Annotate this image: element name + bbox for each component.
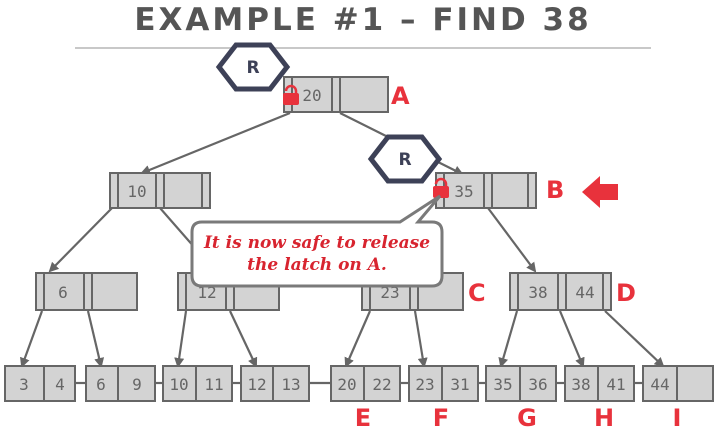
edge-6-to-leaf2 bbox=[86, 310, 105, 368]
label-c: C bbox=[468, 279, 486, 307]
leaf-key: 9 bbox=[132, 375, 142, 394]
leaf-node: 3 4 bbox=[4, 365, 76, 402]
node-root: 20 bbox=[283, 76, 389, 113]
node-root-key-1: 20 bbox=[302, 86, 321, 105]
node-mid-38-key-2: 44 bbox=[575, 283, 594, 302]
leaf-node: 10 11 bbox=[162, 365, 233, 402]
read-latch-b: R bbox=[367, 134, 443, 184]
edge-12-to-leaf4 bbox=[229, 310, 258, 368]
edge-6-to-leaf1 bbox=[20, 310, 44, 368]
page-title: EXAMPLE #1 – FIND 38 bbox=[134, 2, 592, 38]
edge-38-to-leaf8 bbox=[558, 310, 585, 368]
leaf-key: 23 bbox=[415, 375, 434, 394]
leaf-node: 23 31 bbox=[408, 365, 479, 402]
node-mid-6: 6 bbox=[35, 272, 138, 311]
leaf-key: 31 bbox=[450, 375, 469, 394]
node-mid-38: 38 44 bbox=[509, 272, 612, 311]
node-inner-right-key-1: 35 bbox=[454, 182, 473, 201]
node-mid-6-key-1: 6 bbox=[58, 283, 68, 302]
label-i: I bbox=[673, 404, 682, 432]
title-divider bbox=[75, 47, 651, 49]
padlock-icon bbox=[433, 177, 449, 198]
edge-38-to-leaf7 bbox=[498, 310, 519, 368]
callout-line-2: the latch on A. bbox=[247, 255, 387, 275]
leaf-key: 38 bbox=[571, 375, 590, 394]
edge-12-to-leaf3 bbox=[174, 310, 188, 368]
node-inner-left: 10 bbox=[109, 172, 211, 209]
leaf-node: 38 41 bbox=[564, 365, 635, 402]
leaf-key: 3 bbox=[19, 375, 29, 394]
label-g: G bbox=[517, 404, 537, 432]
leaf-key: 13 bbox=[281, 375, 300, 394]
leaf-key: 41 bbox=[606, 375, 625, 394]
callout-line-1: It is now safe to release bbox=[203, 233, 431, 253]
node-mid-23-key-1: 23 bbox=[380, 283, 399, 302]
leaf-node: 35 36 bbox=[485, 365, 557, 402]
read-latch-root: R bbox=[215, 42, 291, 92]
leaf-key: 44 bbox=[650, 375, 669, 394]
label-h: H bbox=[594, 404, 614, 432]
callout-bubble bbox=[190, 194, 444, 288]
leaf-key: 4 bbox=[55, 375, 65, 394]
latch-label: R bbox=[246, 58, 259, 78]
edge-35-to-38 bbox=[487, 207, 537, 273]
leaf-key: 36 bbox=[528, 375, 547, 394]
leaf-node: 44 bbox=[642, 365, 714, 402]
leaf-key: 10 bbox=[169, 375, 188, 394]
label-f: F bbox=[433, 404, 449, 432]
node-mid-38-key-1: 38 bbox=[528, 283, 547, 302]
label-d: D bbox=[616, 279, 636, 307]
callout-text: It is now safe to release the latch on A… bbox=[192, 224, 442, 284]
leaf-row: 3 4 6 9 10 11 12 13 20 22 bbox=[4, 365, 714, 402]
leaf-key: 22 bbox=[372, 375, 391, 394]
tree-edges bbox=[20, 111, 665, 368]
label-b: B bbox=[546, 176, 564, 204]
leaf-key: 20 bbox=[337, 375, 356, 394]
leaf-node: 12 13 bbox=[240, 365, 310, 402]
label-a: A bbox=[391, 82, 410, 110]
label-e: E bbox=[355, 404, 371, 432]
node-inner-left-key-1: 10 bbox=[127, 182, 146, 201]
edge-10-to-6 bbox=[48, 207, 113, 273]
red-arrow-left-icon bbox=[582, 176, 618, 208]
edge-44-to-leaf9 bbox=[604, 310, 665, 368]
padlock-icon bbox=[283, 84, 299, 105]
edge-23-to-leaf5 bbox=[344, 310, 372, 368]
latch-label: R bbox=[398, 150, 411, 170]
leaf-key: 11 bbox=[204, 375, 223, 394]
leaf-key: 12 bbox=[247, 375, 266, 394]
leaf-node: 6 9 bbox=[85, 365, 156, 402]
edge-root-to-left bbox=[140, 111, 291, 175]
leaf-node: 20 22 bbox=[330, 365, 401, 402]
leaf-key: 35 bbox=[493, 375, 512, 394]
node-inner-right: 35 bbox=[435, 172, 537, 209]
leaf-key: 6 bbox=[96, 375, 106, 394]
edge-23-to-leaf6 bbox=[413, 310, 428, 368]
edge-10-to-12 bbox=[159, 207, 196, 249]
node-mid-12-key-1: 12 bbox=[197, 283, 216, 302]
